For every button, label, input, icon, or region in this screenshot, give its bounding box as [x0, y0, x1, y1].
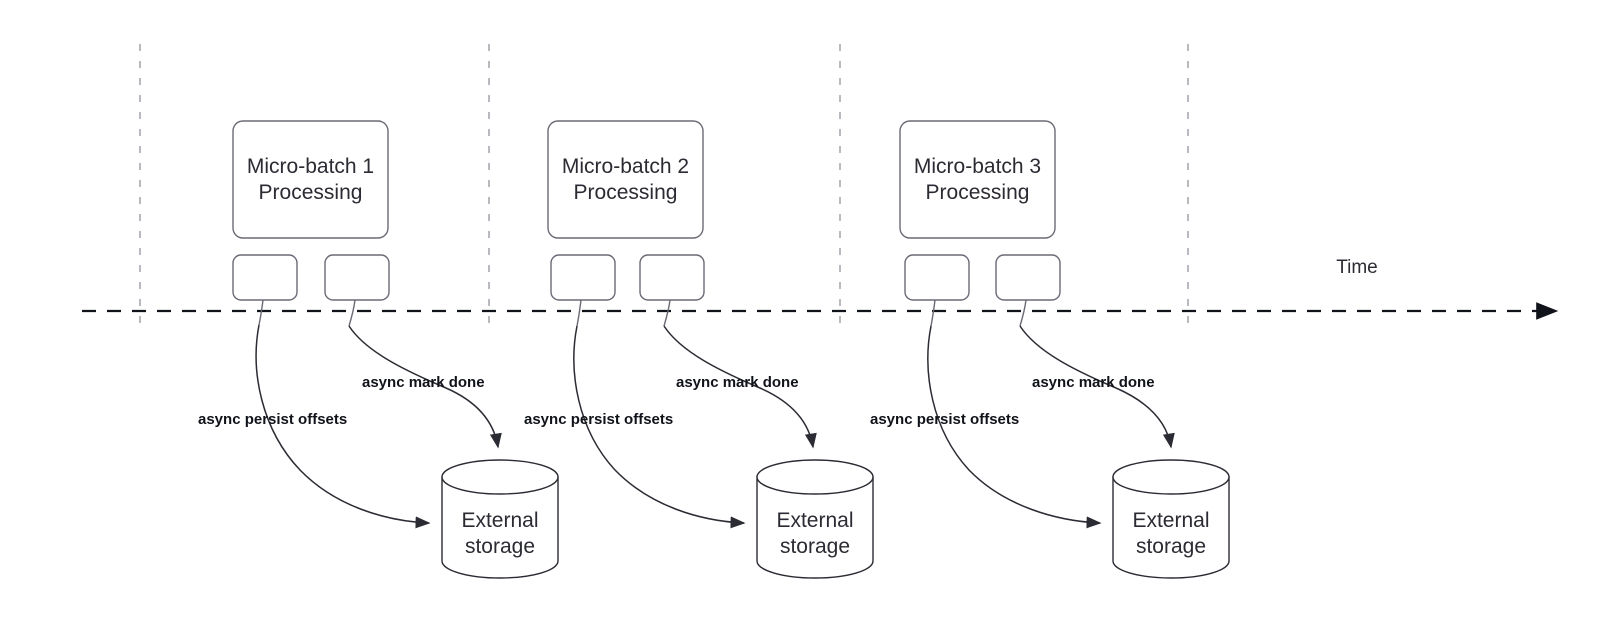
micro-batch-3-task-box-left[interactable]	[904, 254, 970, 301]
micro-batch-2-box[interactable]	[547, 120, 704, 239]
micro-batch-1-stub-left	[258, 299, 264, 326]
external-storage-2[interactable]: External storage	[756, 459, 874, 579]
micro-batch-2-label-line1: Micro-batch 2	[562, 155, 689, 178]
micro-batch-3-task-box-right[interactable]	[995, 254, 1061, 301]
micro-batch-1-persist-offsets-label: async persist offsets	[198, 411, 347, 428]
external-storage-1-label-line1: External	[461, 509, 538, 532]
micro-batch-3-persist-offsets-label: async persist offsets	[870, 411, 1019, 428]
time-axis: Time	[82, 257, 1559, 320]
micro-batch-1-mark-done-label: async mark done	[362, 374, 485, 391]
micro-batch-3-label-line1: Micro-batch 3	[914, 155, 1041, 178]
micro-batch-2-stub-left	[576, 299, 582, 327]
batch-group-1: Micro-batch 1 Processing async persist o…	[198, 120, 559, 579]
micro-batch-2-persist-offsets-label: async persist offsets	[524, 411, 673, 428]
micro-batch-3-stub-left	[930, 299, 936, 327]
external-storage-1-label-line2: storage	[465, 535, 535, 558]
micro-batch-3-mark-done-connector	[1019, 325, 1175, 449]
batch-group-2: Micro-batch 2 Processing async persist o…	[524, 120, 874, 579]
micro-batch-3-label-line2: Processing	[926, 181, 1030, 204]
external-storage-3-label-line1: External	[1132, 509, 1209, 532]
micro-batch-1-label-line2: Processing	[259, 181, 363, 204]
micro-batch-1-box[interactable]	[232, 120, 389, 239]
tick-lines-group	[139, 44, 1189, 330]
external-storage-2-label-line2: storage	[780, 535, 850, 558]
micro-batch-1-task-box-left[interactable]	[232, 254, 298, 301]
micro-batch-1-persist-offsets-connector	[255, 324, 431, 529]
micro-batch-3-box[interactable]	[899, 120, 1056, 239]
external-storage-3-label-line2: storage	[1136, 535, 1206, 558]
micro-batch-1-mark-done-connector	[348, 325, 502, 449]
external-storage-2-label-line1: External	[776, 509, 853, 532]
batch-group-3: Micro-batch 3 Processing async persist o…	[870, 120, 1230, 579]
micro-batch-3-persist-offsets-connector	[927, 325, 1102, 529]
micro-batch-2-task-box-right[interactable]	[639, 254, 705, 301]
micro-batch-1-stub-right	[348, 299, 356, 327]
micro-batch-3-mark-done-label: async mark done	[1032, 374, 1155, 391]
micro-batch-2-label-line2: Processing	[574, 181, 678, 204]
micro-batch-2-task-box-left[interactable]	[550, 254, 616, 301]
micro-batch-3-stub-right	[1019, 299, 1027, 327]
micro-batch-2-persist-offsets-connector	[573, 325, 746, 529]
time-axis-label: Time	[1336, 257, 1378, 278]
micro-batch-2-stub-right	[663, 299, 671, 327]
micro-batch-1-task-box-right[interactable]	[324, 254, 390, 301]
micro-batch-2-mark-done-connector	[663, 325, 817, 449]
external-storage-3[interactable]: External storage	[1112, 459, 1230, 579]
micro-batch-1-label-line1: Micro-batch 1	[247, 155, 374, 178]
micro-batch-2-mark-done-label: async mark done	[676, 374, 799, 391]
external-storage-1[interactable]: External storage	[441, 459, 559, 579]
